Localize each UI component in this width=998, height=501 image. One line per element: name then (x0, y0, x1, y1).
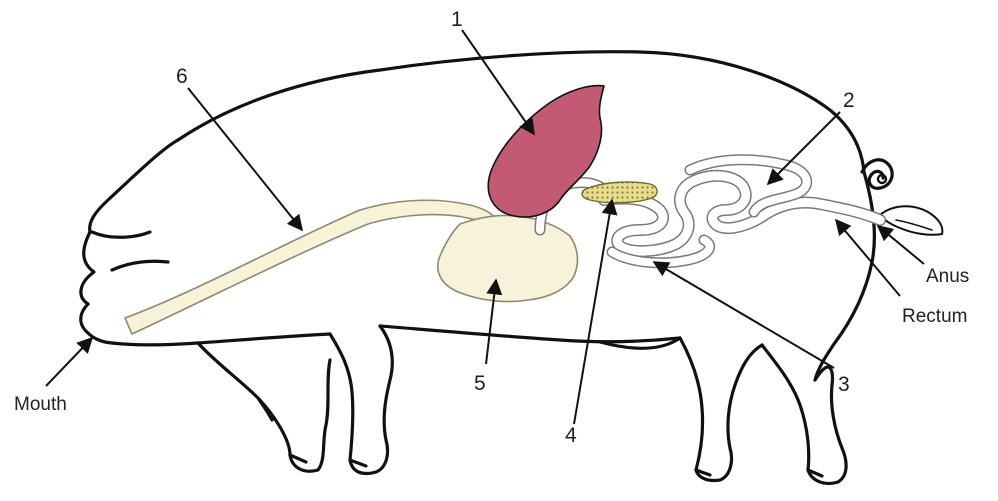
label-rectum: Rectum (902, 306, 967, 327)
arrow-rectum (836, 220, 900, 296)
label-1: 1 (451, 8, 463, 31)
arrow-3 (654, 262, 834, 368)
label-6: 6 (176, 65, 188, 88)
label-3: 3 (838, 373, 850, 396)
stomach (438, 216, 578, 302)
arrow-mouth (46, 338, 92, 386)
label-mouth: Mouth (14, 394, 67, 415)
arrow-4 (574, 200, 612, 424)
label-5: 5 (474, 372, 486, 395)
arrow-6 (188, 88, 302, 230)
arrow-1 (462, 30, 534, 134)
anus-tuft (880, 206, 942, 234)
label-anus: Anus (926, 266, 969, 287)
label-4: 4 (565, 424, 577, 447)
label-2: 2 (843, 89, 855, 112)
intestines (540, 160, 880, 263)
